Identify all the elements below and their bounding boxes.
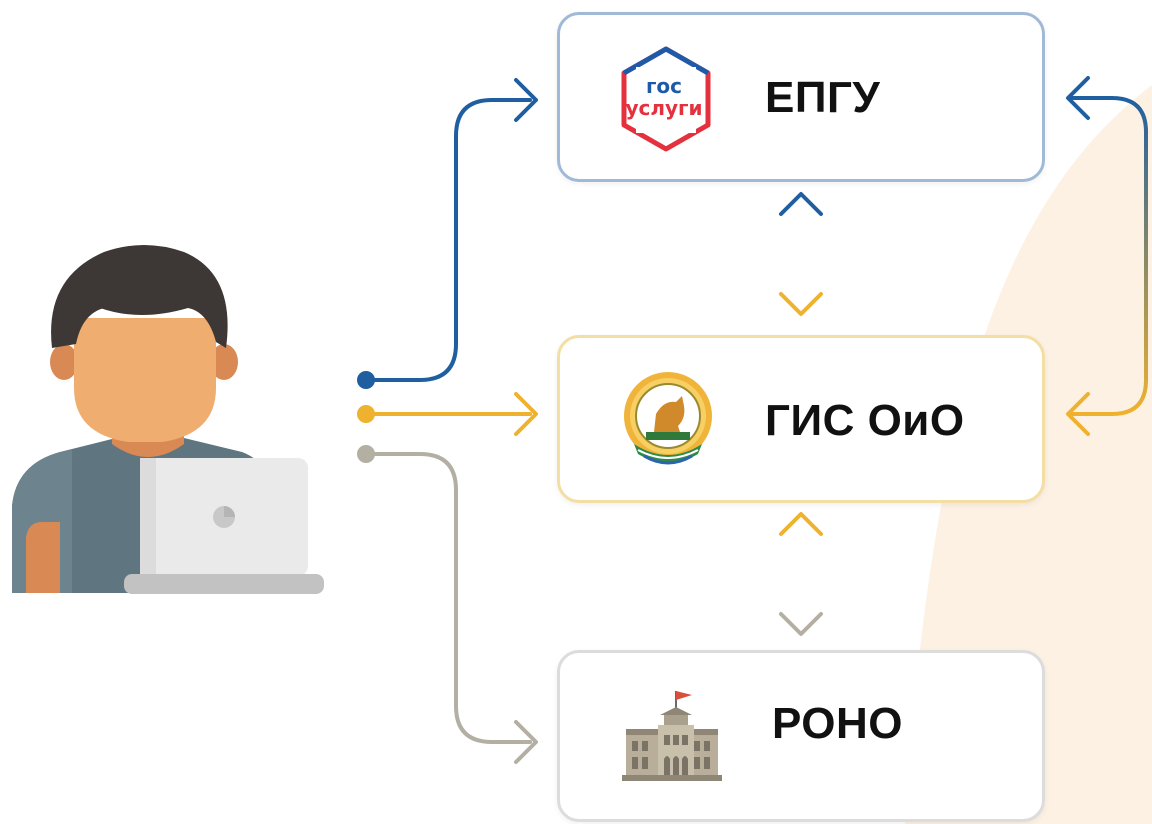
user-to-rono-arrow [357, 445, 538, 764]
rono-node: РОНО [557, 650, 1045, 822]
gis-label: ГИС ОиО [765, 396, 965, 445]
epgu-gis-bidirectional-arrow [779, 192, 823, 316]
epgu-gis-right-arrow [1066, 76, 1148, 436]
user-to-epgu-arrow [357, 78, 538, 389]
epgu-label: ЕПГУ [765, 73, 881, 122]
gosuslugi-logo-text-line1: гос [645, 74, 683, 98]
rono-label: РОНО [772, 699, 903, 748]
gis-rono-bidirectional-arrow [779, 512, 823, 636]
user-to-gis-arrow [357, 392, 538, 436]
gosuslugi-logo-icon: гос услуги [610, 43, 722, 155]
gis-node: ГИС ОиО [557, 335, 1045, 503]
bashkortostan-emblem-icon [616, 366, 720, 474]
government-building-icon [620, 687, 724, 787]
epgu-node: гос услуги ЕПГУ [557, 12, 1045, 182]
person-with-laptop-icon [12, 245, 324, 594]
gosuslugi-logo-text-line2: услуги [625, 96, 703, 120]
